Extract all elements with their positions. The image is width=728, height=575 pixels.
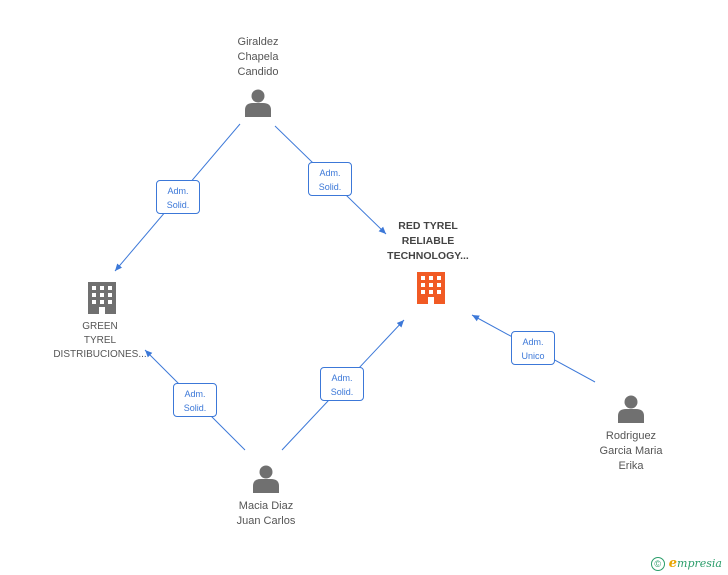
edge-role-label-macia-red-tyrel[interactable]: Adm. Solid. xyxy=(320,367,364,401)
brand-footer[interactable]: ©empresia xyxy=(650,556,722,571)
person-icon[interactable] xyxy=(245,89,271,118)
edge-role-label-macia-green-tyrel[interactable]: Adm. Solid. xyxy=(173,383,217,417)
person-icon[interactable] xyxy=(253,465,279,494)
node-label-rodriguez[interactable]: Rodriguez Garcia Maria Erika xyxy=(599,430,663,472)
edge-role-label-giraldez-red-tyrel[interactable]: Adm. Solid. xyxy=(308,162,352,196)
node-label-red-tyrel[interactable]: RED TYREL RELIABLE TECHNOLOGY... xyxy=(387,220,469,262)
edge-role-label-giraldez-green-tyrel[interactable]: Adm. Solid. xyxy=(156,180,200,214)
building-icon[interactable] xyxy=(88,282,116,314)
node-label-green-tyrel[interactable]: GREEN TYREL DISTRIBUCIONES... xyxy=(53,321,147,360)
copyright-icon: © xyxy=(650,557,665,571)
node-label-macia[interactable]: Macia Diaz Juan Carlos xyxy=(236,500,296,527)
node-label-giraldez[interactable]: Giraldez Chapela Candido xyxy=(237,36,279,78)
brand-logo-initial: e xyxy=(668,556,678,571)
edge-role-label-rodriguez-red-tyrel[interactable]: Adm. Unico xyxy=(511,331,555,365)
person-icon[interactable] xyxy=(618,395,644,424)
brand-logo-text: mpresia xyxy=(677,557,722,570)
building-icon[interactable] xyxy=(417,272,445,304)
